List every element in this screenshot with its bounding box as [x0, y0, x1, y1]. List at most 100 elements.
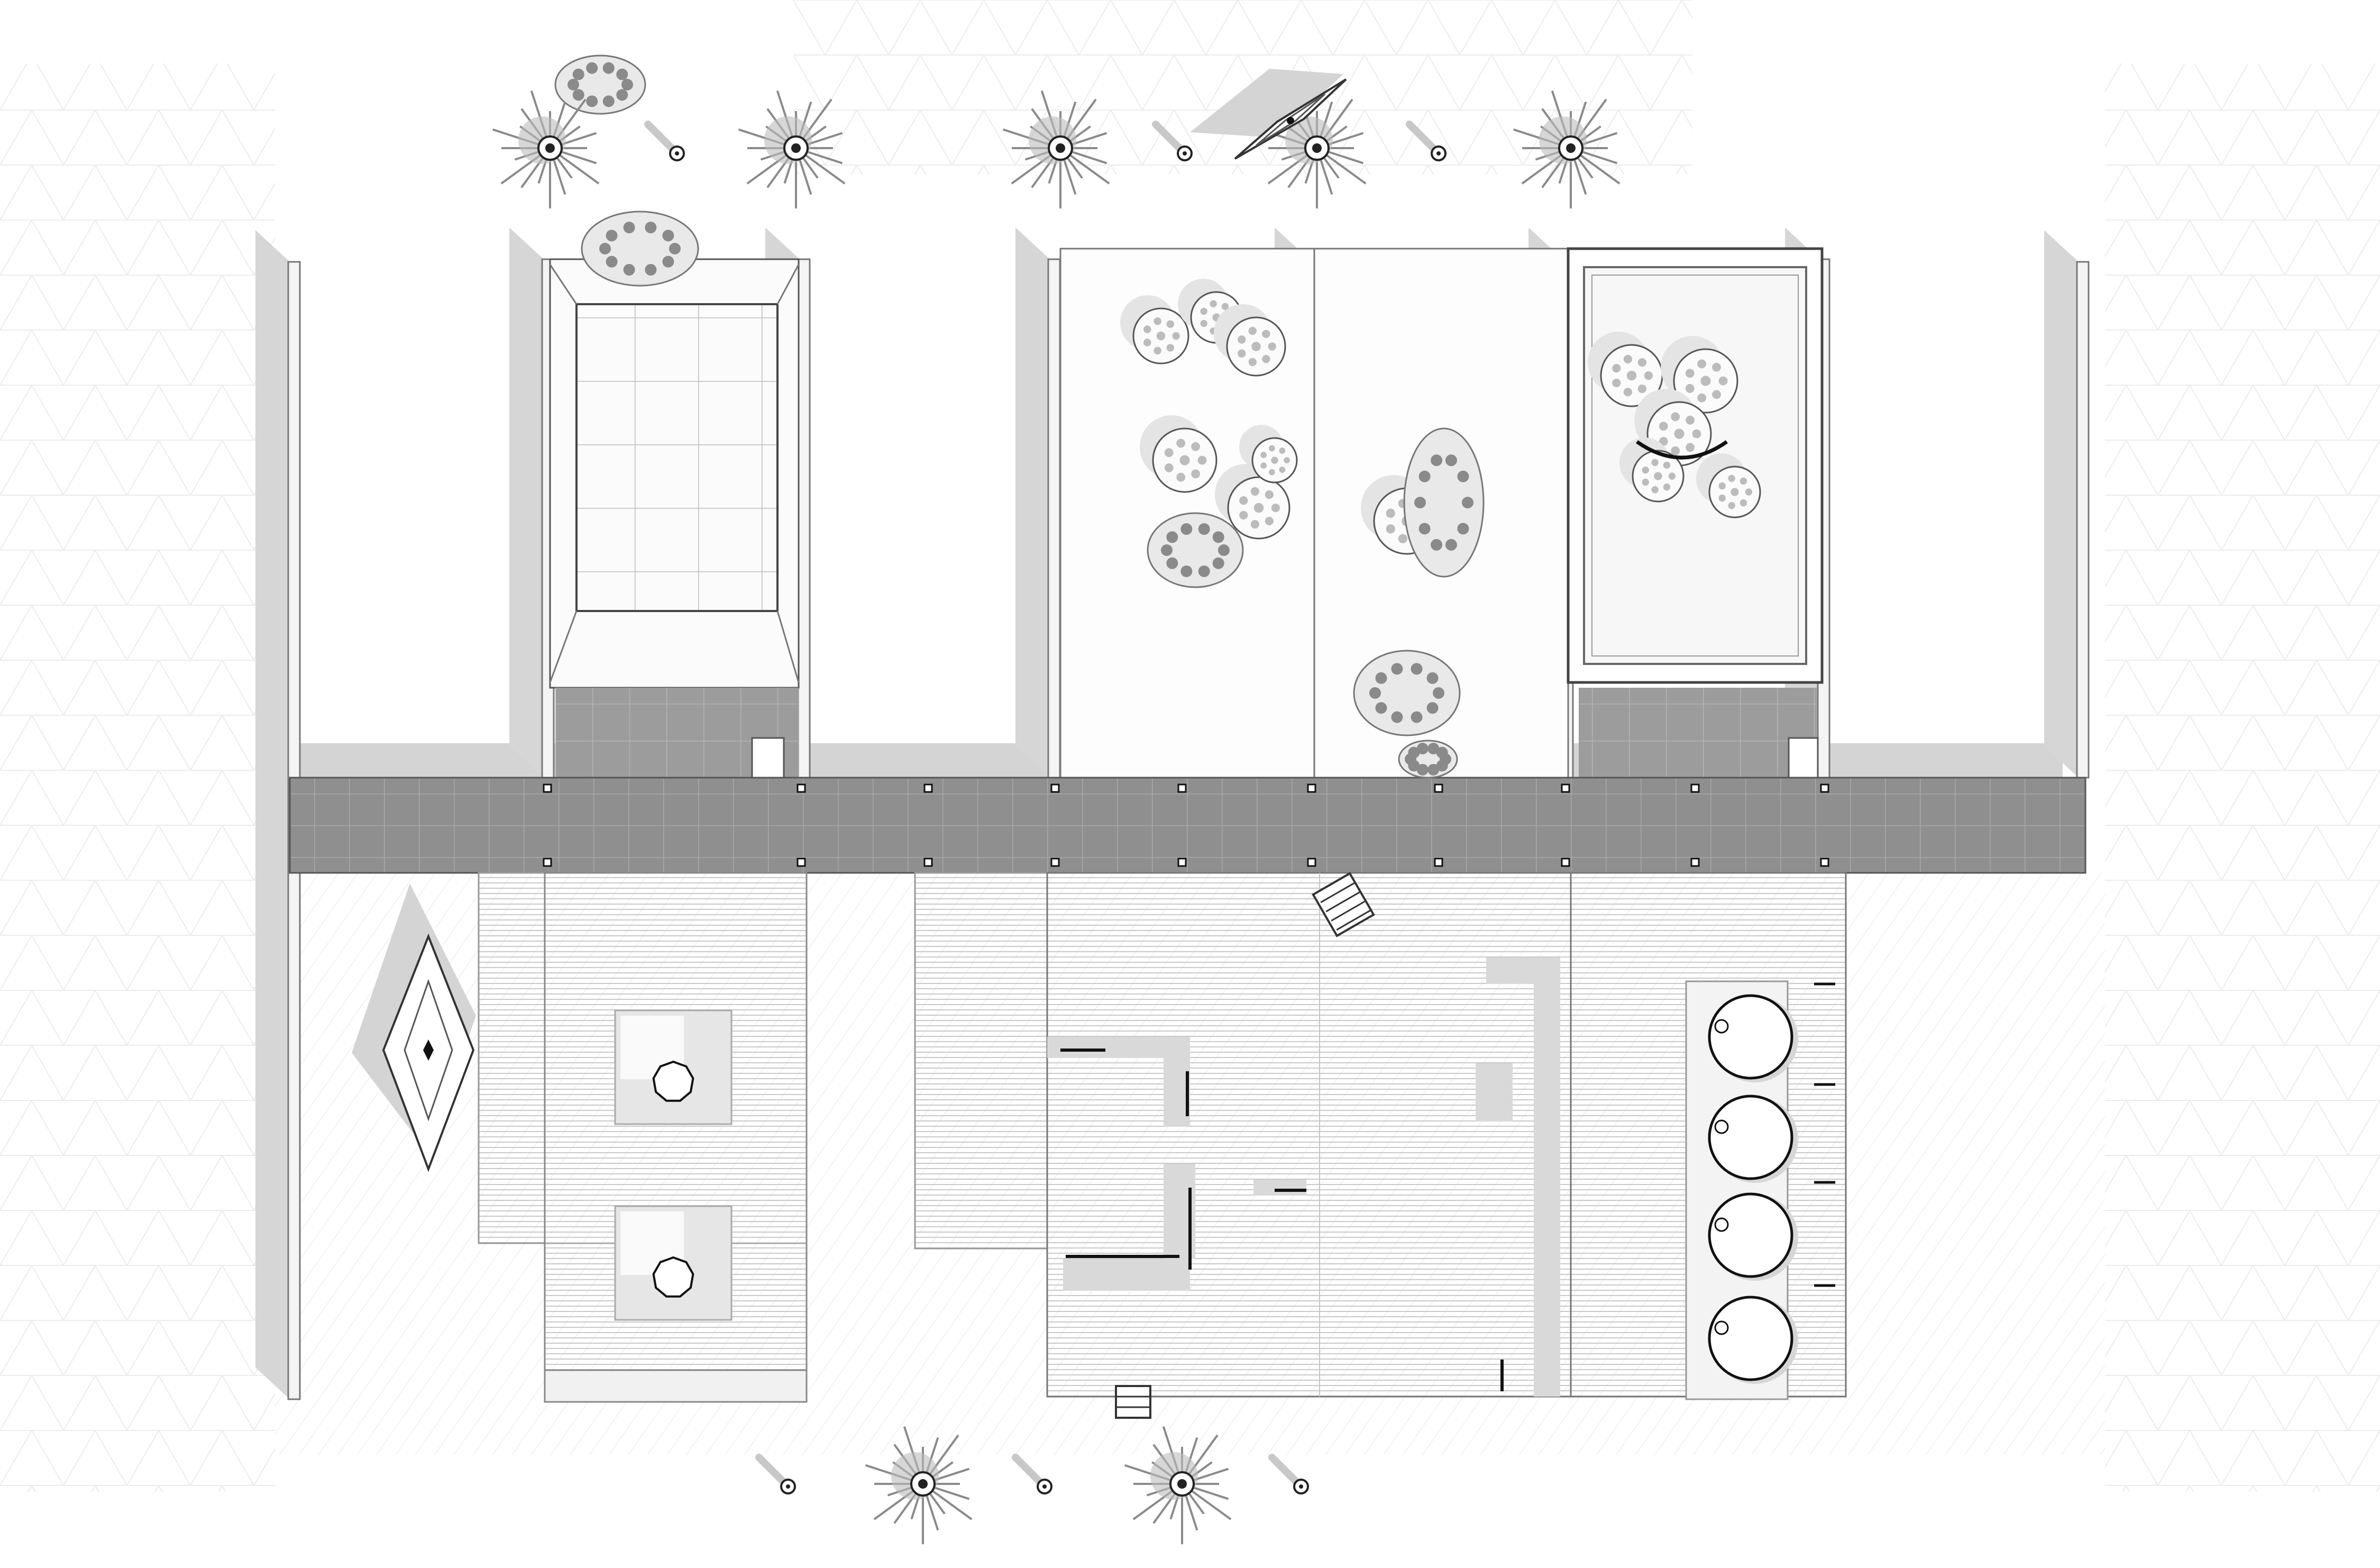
foliage-spot	[621, 79, 633, 90]
sphere-hole	[1268, 445, 1275, 452]
sphere-hole	[1239, 510, 1248, 519]
sphere-hole	[1210, 300, 1217, 307]
foliage-spot	[1445, 539, 1457, 551]
planter-group	[614, 1009, 733, 1321]
sphere-hole	[1731, 488, 1739, 496]
sphere-hole	[1612, 364, 1621, 373]
octagon-icon	[652, 1060, 694, 1102]
walkway-post	[1690, 783, 1700, 793]
sphere-hole	[1637, 384, 1647, 394]
kite-inner	[1256, 93, 1326, 147]
pool-water	[1583, 266, 1807, 665]
foliage-spot	[1414, 497, 1426, 508]
sphere-hole	[1271, 457, 1278, 464]
sphere-hole	[1262, 330, 1270, 339]
wall-shadow	[1015, 227, 1050, 778]
lamp-core	[1436, 151, 1441, 156]
foliage-spot	[567, 79, 579, 90]
foliage-spot	[599, 243, 611, 254]
sphere-hole	[1197, 455, 1207, 465]
foliage-spot	[1180, 523, 1193, 535]
foliage-spot	[1426, 672, 1439, 684]
sphere-hole	[1176, 439, 1186, 448]
sphere-hole	[1685, 384, 1695, 393]
tree-icon	[865, 1426, 973, 1544]
foliage-spot	[1180, 565, 1193, 577]
foliage-spot	[1212, 557, 1224, 569]
stair-pavilion	[751, 737, 785, 779]
sphere-hole	[1284, 457, 1290, 463]
sphere-hole	[1697, 359, 1707, 369]
sphere-hole	[1745, 488, 1753, 496]
sphere-hole	[1712, 362, 1721, 372]
walkway-post	[543, 858, 552, 867]
kite-shadow	[1190, 69, 1343, 138]
sphere-hole	[1265, 490, 1274, 499]
sphere-hole	[1718, 376, 1728, 386]
walkway-post	[1820, 858, 1829, 867]
wall-shadow	[2044, 230, 2079, 778]
pavilion-grid	[575, 303, 779, 612]
lamp-core	[1299, 1484, 1303, 1489]
tree-core	[791, 143, 801, 153]
tree-icon	[1002, 90, 1110, 208]
pool-room	[1567, 247, 1824, 684]
foliage-spot	[623, 222, 635, 234]
sphere-hole	[1279, 448, 1286, 454]
sphere-hole	[1637, 358, 1647, 367]
sphere-hole	[1166, 320, 1175, 328]
walkway-post	[1177, 858, 1187, 867]
sphere-hole	[1248, 358, 1257, 367]
foliage-spot	[1457, 523, 1469, 535]
tree-icon	[738, 90, 846, 208]
foliage-spot	[1445, 454, 1457, 467]
foliage-spot	[1436, 760, 1448, 772]
tank-icon	[1708, 1095, 1793, 1180]
foliage-spot	[645, 222, 657, 234]
foliage-spot	[669, 243, 681, 254]
foliage-spot	[1408, 746, 1420, 759]
sphere-hole	[1265, 516, 1274, 526]
foliage-spot	[1436, 746, 1448, 759]
tree-core	[545, 143, 555, 153]
foliage-spot	[1391, 711, 1403, 723]
stair-bottom	[1115, 1385, 1151, 1419]
walkway-post	[1177, 783, 1187, 793]
sphere-hole	[1176, 472, 1186, 482]
sphere-cluster-group	[1120, 279, 1761, 555]
sphere-hole	[1260, 452, 1267, 458]
sphere-hole	[1154, 347, 1161, 355]
foliage-spot	[1166, 531, 1178, 543]
sphere-hole	[1268, 469, 1275, 476]
tank-group	[1708, 982, 1835, 1384]
sphere-hole	[1663, 483, 1671, 491]
foliage-spot	[572, 68, 584, 80]
sphere-hole	[1685, 369, 1695, 378]
sphere-hole	[1386, 508, 1395, 518]
tree-icon	[1259, 90, 1367, 208]
sphere-hole	[1692, 429, 1701, 439]
walkway-post	[543, 783, 552, 793]
walkway-post	[1050, 858, 1060, 867]
sphere-hole	[1700, 376, 1711, 386]
walkway-post	[1434, 858, 1443, 867]
room-grid-pavilion	[549, 258, 800, 689]
tank-icon	[1708, 1296, 1793, 1381]
foliage-spot	[1369, 687, 1381, 699]
rock	[1353, 650, 1461, 736]
sphere-hole	[1262, 354, 1270, 363]
foliage-spot	[586, 62, 598, 74]
rock	[1403, 427, 1485, 578]
foliage-spot	[623, 263, 635, 276]
sphere-hole	[1143, 339, 1151, 347]
walkway-post	[1050, 783, 1060, 793]
sphere-hole	[1179, 455, 1190, 466]
tree-core	[918, 1479, 928, 1489]
sphere-hole	[1221, 303, 1229, 311]
wall-shadow	[255, 230, 290, 1399]
sphere-hole	[1740, 477, 1747, 485]
wall-shadow	[509, 227, 544, 778]
walkway-post	[797, 858, 806, 867]
foliage-spot	[1411, 663, 1423, 675]
foliage-spot	[616, 68, 628, 80]
